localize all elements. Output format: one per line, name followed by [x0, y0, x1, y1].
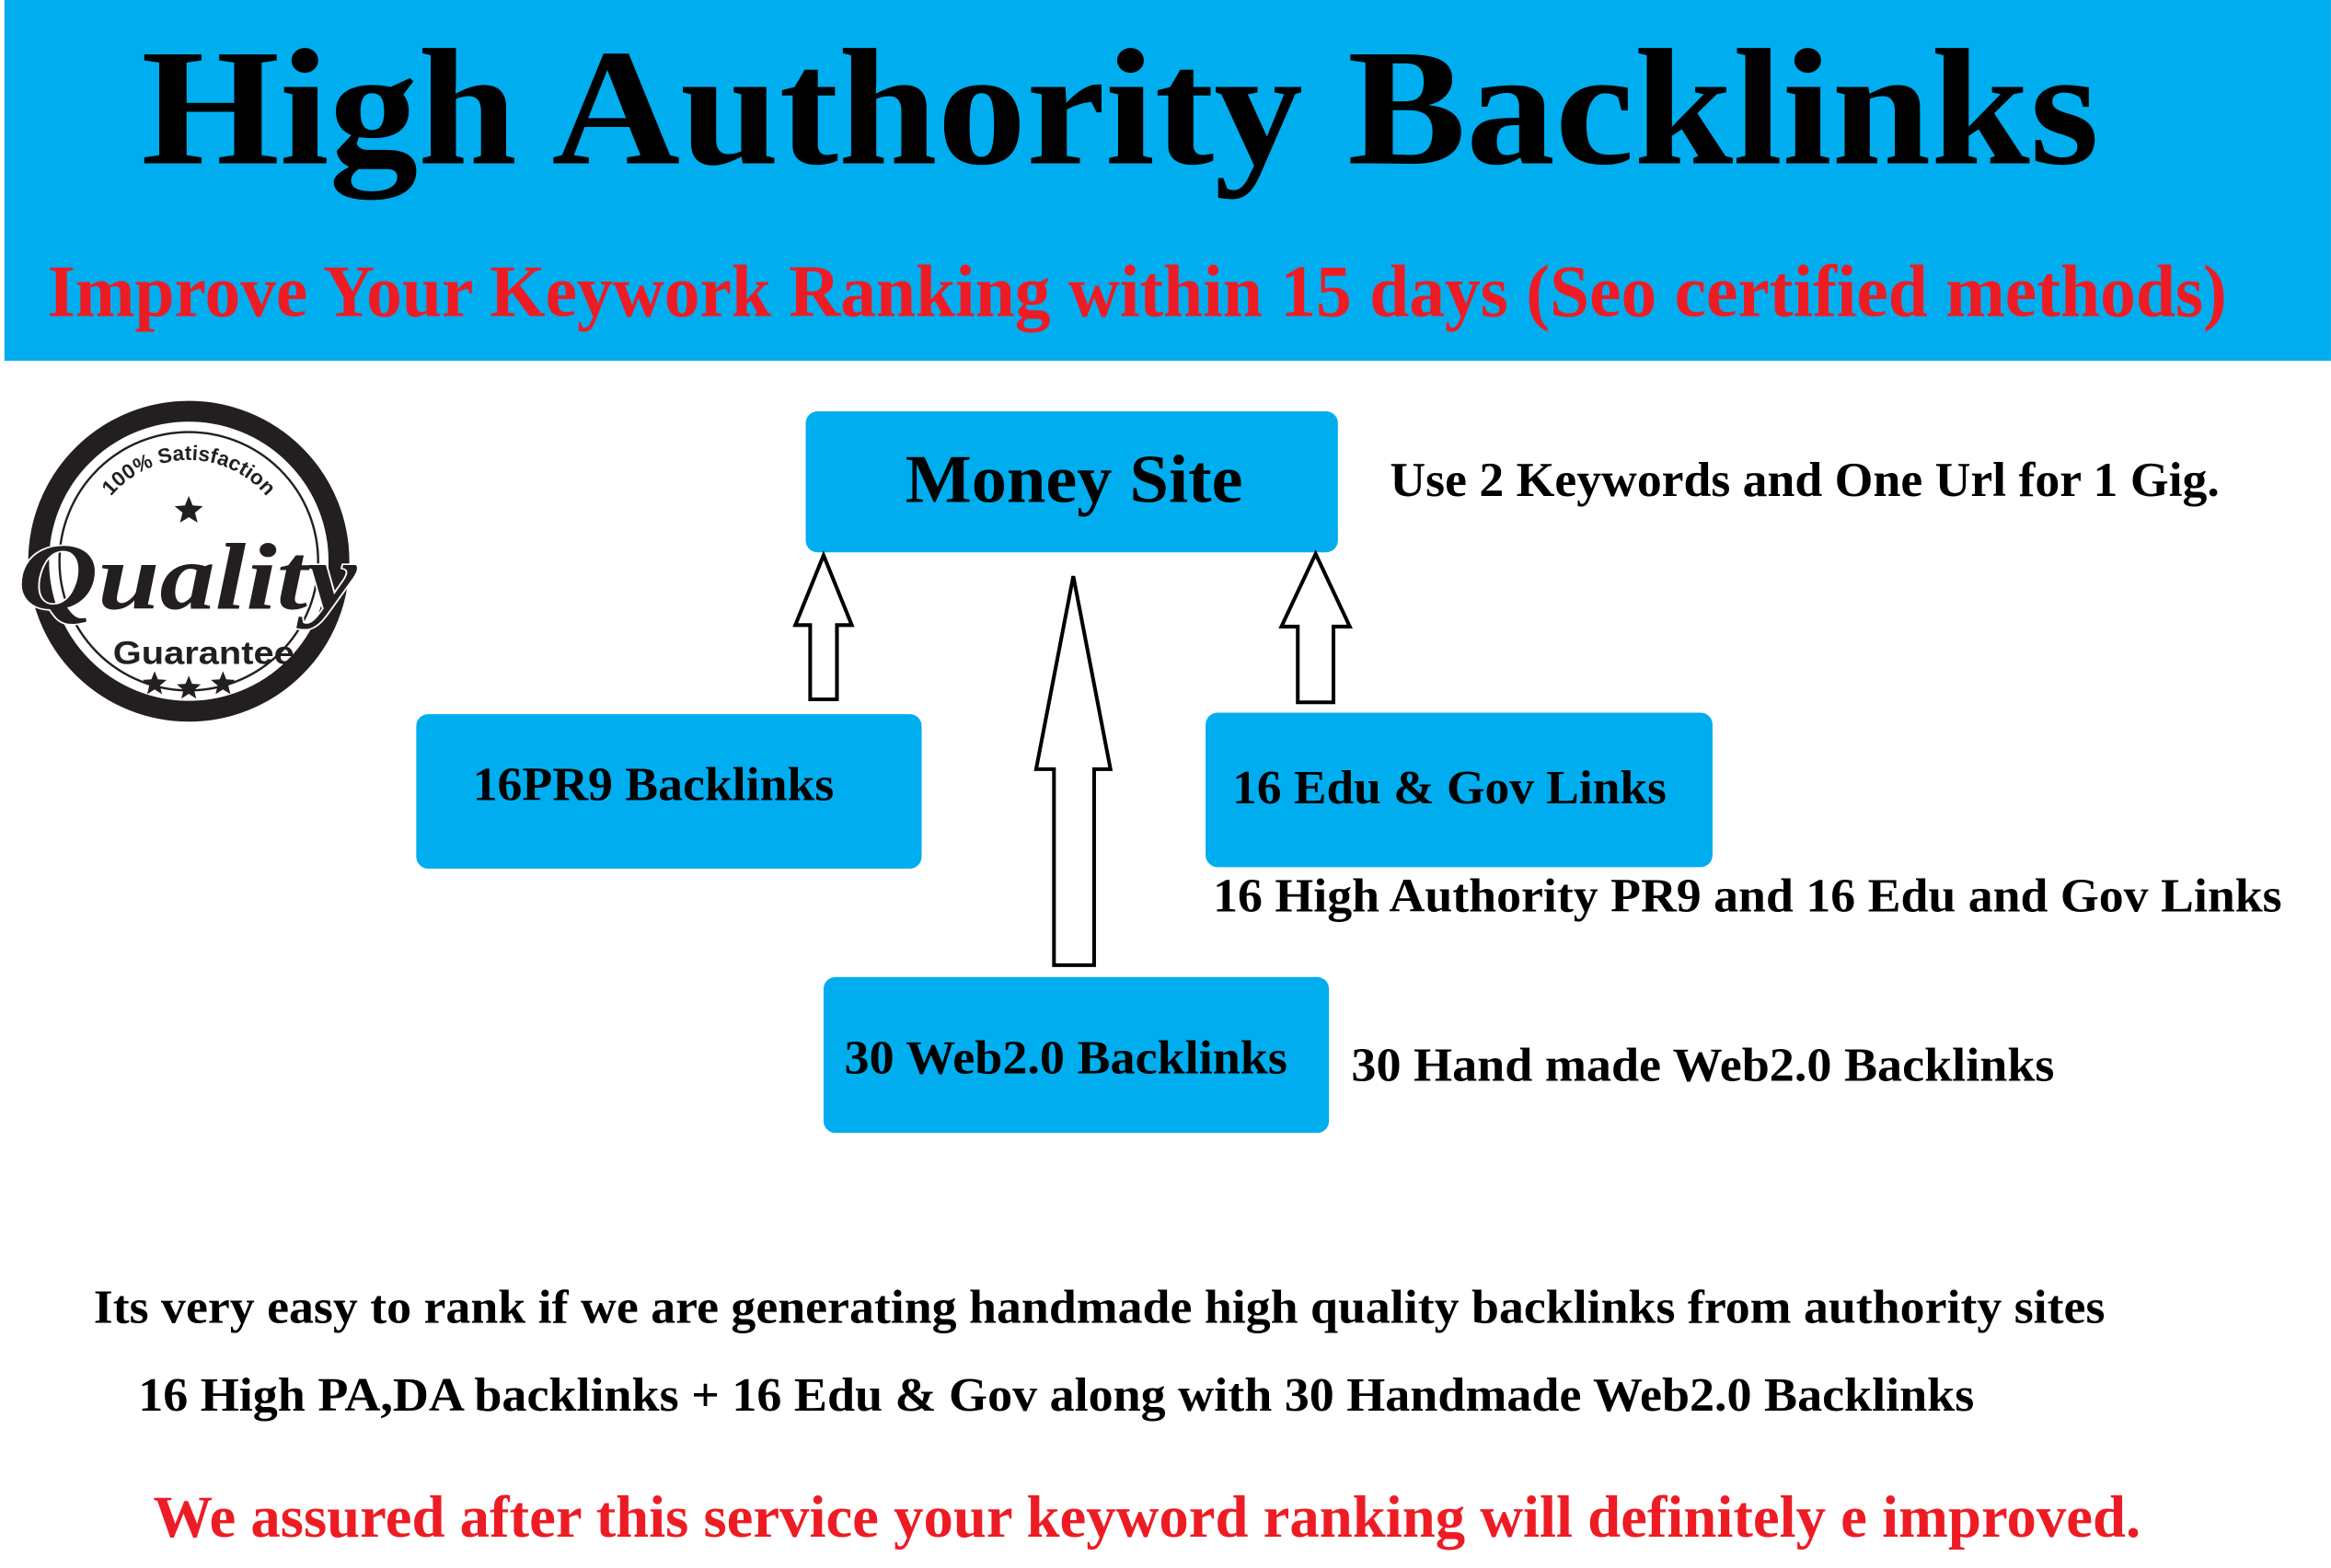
money-site-note: Use 2 Keywords and One Url for 1 Gig.: [1390, 453, 2219, 507]
edu-gov-label: 16 Edu & Gov Links: [1232, 762, 1667, 814]
star-icon: [142, 671, 167, 695]
edu-gov-note: 16 High Authority PR9 and 16 Edu and Gov…: [1213, 870, 2281, 923]
money-site-box: Money Site: [805, 410, 1338, 553]
quality-guarantee-badge: 100% Satisfaction Quality Guarantee: [17, 400, 360, 722]
page-title: High Authority Backlinks: [141, 17, 2098, 201]
footer-line-1: Its very easy to rank if we are generati…: [94, 1282, 2106, 1334]
badge-bottom-text: Guarantee: [113, 634, 294, 671]
arrow-up-icon: [1033, 575, 1114, 967]
web20-box: 30 Web2.0 Backlinks: [823, 976, 1330, 1134]
edu-gov-box: 16 Edu & Gov Links: [1206, 712, 1713, 868]
assurance-text: We assured after this service your keywo…: [153, 1483, 2141, 1550]
arrow-up-icon: [1278, 549, 1353, 705]
arrow-up-icon: [792, 550, 855, 702]
badge-main-text: Quality: [17, 525, 358, 630]
footer-line-2: 16 High PA,DA backlinks + 16 Edu & Gov a…: [138, 1369, 1974, 1422]
pr9-label: 16PR9 Backlinks: [473, 759, 835, 812]
web20-note: 30 Hand made Web2.0 Backlinks: [1351, 1040, 2054, 1092]
money-site-label: Money Site: [906, 442, 1243, 517]
pr9-backlinks-box: 16PR9 Backlinks: [416, 714, 922, 869]
star-icon: [211, 671, 236, 695]
star-icon: [174, 495, 203, 523]
star-icon: [177, 675, 202, 699]
header-banner: [4, 0, 2331, 362]
web20-label: 30 Web2.0 Backlinks: [845, 1032, 1287, 1085]
page-subtitle: Improve Your Keywork Ranking within 15 d…: [48, 251, 2227, 333]
